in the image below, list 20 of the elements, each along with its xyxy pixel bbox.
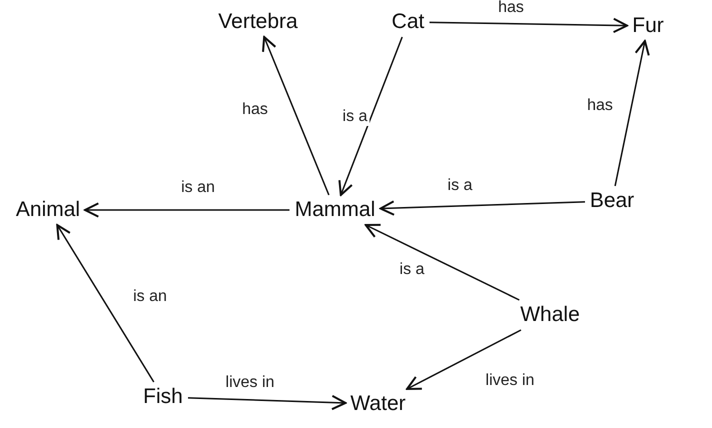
concept-label: Fur — [631, 14, 665, 38]
arrow — [338, 36, 403, 196]
arrow — [364, 224, 520, 301]
arrow — [262, 36, 330, 196]
concept-label: Whale — [519, 303, 581, 327]
arrow — [614, 40, 650, 186]
concept-label: Vertebra — [217, 10, 299, 34]
concept-label: Cat — [390, 10, 426, 34]
arrow — [188, 394, 346, 410]
concept-label: Mammal — [294, 198, 376, 222]
concept-label: Animal — [14, 198, 82, 222]
concept-label: Bear — [588, 189, 636, 213]
arrow — [429, 18, 628, 34]
arrow — [380, 200, 586, 216]
concept-label: Fish — [142, 385, 184, 409]
edge-label: is a — [340, 108, 370, 126]
concept-label: Water — [349, 392, 407, 416]
arrow — [56, 224, 154, 382]
arrow — [84, 202, 290, 218]
arrow — [406, 329, 522, 390]
